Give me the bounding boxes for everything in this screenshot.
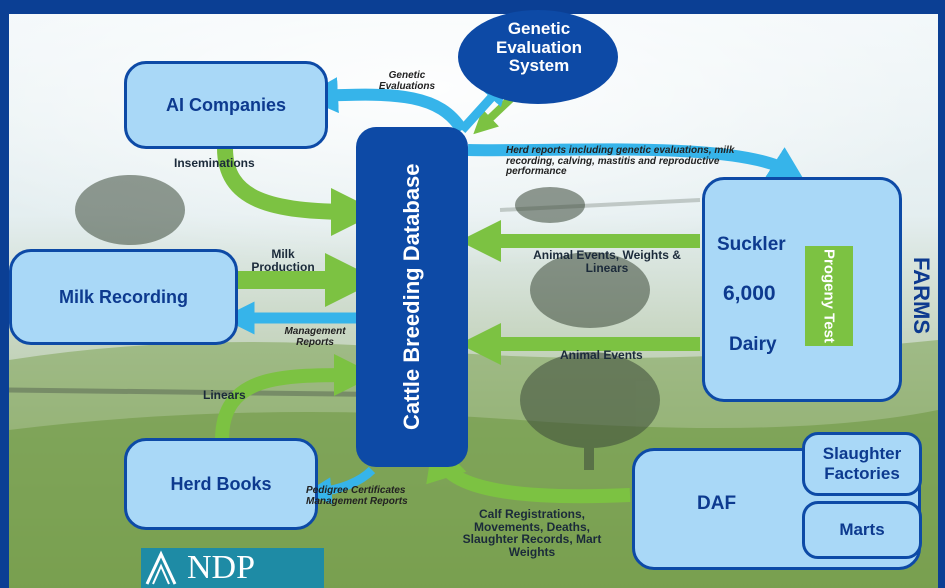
marts-node: Marts [802, 501, 922, 559]
herd-books-node: Herd Books [124, 438, 318, 530]
milk-recording-label: Milk Recording [58, 286, 188, 307]
ges-shape [458, 10, 618, 104]
linears-label: Linears [203, 388, 246, 402]
logo-text: NDP [187, 549, 256, 586]
milk-production-label: Milk Production [251, 247, 315, 274]
linears-arrow [215, 354, 376, 441]
ai-companies-node: AI Companies [124, 61, 328, 149]
genetic-evaluations-arrow [302, 77, 468, 134]
herd-books-label: Herd Books [170, 473, 272, 494]
management-reports-label: Management Reports [284, 326, 346, 348]
pedigree-certificates-label: Pedigree Certificates [306, 485, 406, 496]
progeny-test-label: Progeny Test [820, 249, 838, 343]
herd-reports-arrow [467, 143, 806, 182]
animal-events-label: Animal Events [560, 348, 643, 362]
slaughter-factories-label: Slaughter Factories [822, 444, 902, 483]
dairy-label: Dairy [729, 334, 777, 355]
calf-registrations-arrow [426, 437, 631, 504]
logo-block [141, 548, 324, 588]
herd-reports-label: Herd reports including genetic evaluatio… [506, 145, 735, 177]
farm-count: 6,000 [723, 282, 776, 305]
slaughter-factories-node: Slaughter Factories [802, 432, 922, 496]
genetic-evaluations-label: Genetic Evaluations [378, 70, 436, 92]
marts-label: Marts [839, 520, 885, 539]
ai-companies-label: AI Companies [165, 94, 287, 115]
ndp-logo: NDP [141, 548, 324, 588]
suckler-label: Suckler [717, 234, 786, 255]
inseminations-label: Inseminations [174, 156, 255, 170]
database-shape [356, 127, 468, 467]
farms-node: Suckler 6,000 Dairy Progeny Test [702, 177, 902, 402]
animal-events-weights-label: Animal Events, Weights & Linears [533, 248, 681, 275]
ges-label: Genetic Evaluation System [496, 19, 582, 76]
farms-title: FARMS [909, 256, 934, 334]
calf-registrations-label: Calf Registrations, Movements, Deaths, S… [462, 507, 602, 559]
logo-mark-icon [141, 548, 181, 588]
inseminations-arrow [217, 147, 379, 236]
daf-label: DAF [697, 493, 737, 514]
tree-illustration [75, 175, 660, 470]
progeny-test-badge: Progeny Test [805, 246, 853, 346]
management-reports-label-2: Management Reports [306, 496, 408, 507]
database-label: Cattle Breeding Database [399, 163, 424, 431]
pedigree-certificates-arrow [304, 466, 376, 505]
milk-recording-node: Milk Recording [9, 249, 238, 345]
